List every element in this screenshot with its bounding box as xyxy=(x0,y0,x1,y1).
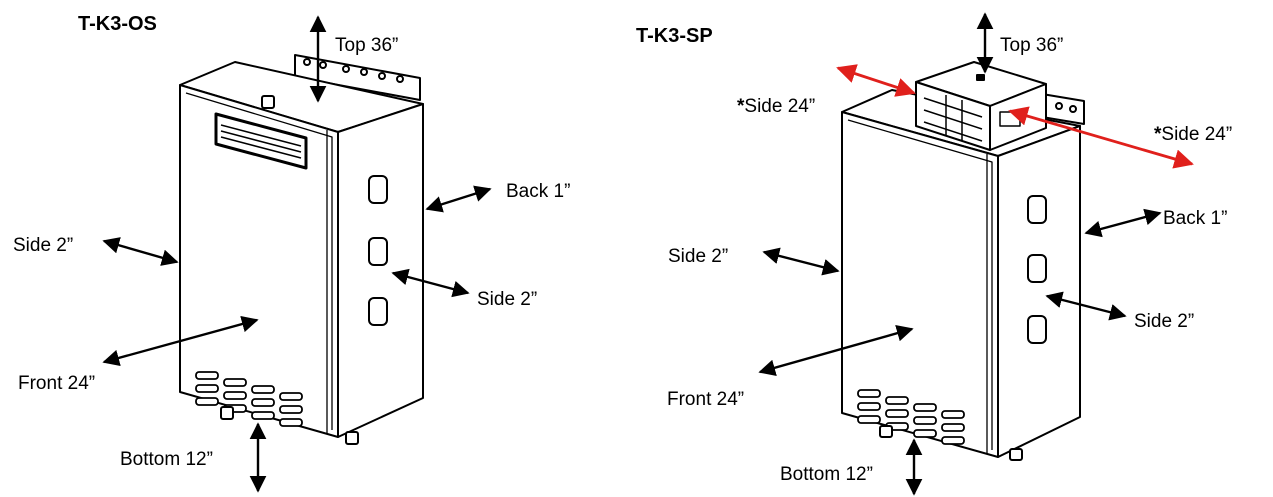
label-side-right: Side 2” xyxy=(1134,311,1194,332)
label-side-left: Side 2” xyxy=(13,235,73,256)
vent-clearance-arrows xyxy=(836,64,1194,169)
arrow-side-left xyxy=(102,237,179,266)
arrow-front xyxy=(102,315,259,367)
model-title-sp: T-K3-SP xyxy=(636,25,713,47)
arrow-side-right xyxy=(391,268,470,298)
label-bottom: Bottom 12” xyxy=(120,449,213,470)
label-bottom: Bottom 12” xyxy=(780,464,873,485)
side-knockouts xyxy=(1027,195,1047,344)
clearance-arrows-right xyxy=(758,12,1162,496)
unit-t-k3-os xyxy=(179,54,424,445)
cabinet-side xyxy=(997,125,1081,458)
pipe-connectors xyxy=(220,406,359,445)
label-vent-side-right: *Side 24” xyxy=(1154,124,1232,145)
label-vent-side-left: *Side 24” xyxy=(737,96,815,117)
vent-side-right-text: Side 24” xyxy=(1161,124,1232,145)
label-back: Back 1” xyxy=(506,181,570,202)
vent-cap xyxy=(915,61,1047,151)
label-top: Top 36” xyxy=(1000,35,1063,56)
exhaust-louver xyxy=(214,112,308,170)
arrow-vent-side-right xyxy=(1008,106,1194,169)
cabinet-side xyxy=(337,103,424,438)
model-title-os: T-K3-OS xyxy=(78,13,157,35)
label-front: Front 24” xyxy=(667,389,744,410)
vent-side-left-text: Side 24” xyxy=(744,96,815,117)
arrow-vent-side-left xyxy=(836,64,916,97)
label-back: Back 1” xyxy=(1163,208,1227,229)
label-front: Front 24” xyxy=(18,373,95,394)
arrow-front xyxy=(758,325,914,376)
intake-slots xyxy=(195,371,303,427)
label-side-left: Side 2” xyxy=(668,246,728,267)
intake-slots xyxy=(857,389,965,445)
side-knockouts xyxy=(368,175,388,326)
arrow-back xyxy=(425,185,492,213)
arrow-side-right xyxy=(1045,291,1127,321)
label-side-right: Side 2” xyxy=(477,289,537,310)
pipe-connectors xyxy=(879,425,1023,461)
vent-side-left-asterisk: * xyxy=(737,96,745,117)
vent-side-right-asterisk: * xyxy=(1154,124,1162,145)
arrow-side-left xyxy=(762,247,840,276)
label-top: Top 36” xyxy=(335,35,398,56)
clearance-arrows-left xyxy=(102,15,492,493)
arrow-back xyxy=(1084,208,1162,238)
